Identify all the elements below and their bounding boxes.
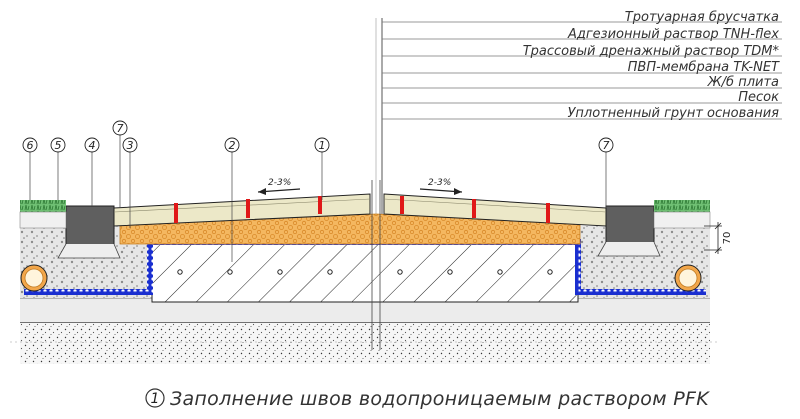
legend-label-sand: Песок [738,90,779,105]
callout-5: 5 [55,139,62,152]
curb-left [57,205,121,259]
legend-label-subgrade: Уплотненный грунт основания [567,106,779,121]
legend-label-membrane: ПВП-мембрана TK-NET [628,60,780,75]
slope-arrow-left: 2-3% [257,178,301,195]
callout-6: 6 [27,139,34,152]
curb-right [597,205,661,257]
legend-row-lines [382,21,782,120]
callout-leaders [29,135,607,262]
subgrade-layer [10,321,720,364]
slope-arrow-right: 2-3% [419,178,463,195]
layer-legend: Тротуарная брусчатка Адгезионный раствор… [375,10,782,345]
legend-label-concrete-slab: Ж/б плита [707,75,779,90]
footnote: 1 Заполнение швов водопроницаемым раство… [145,388,710,410]
concrete-slab [151,241,579,303]
legend-label-paver: Тротуарная брусчатка [625,10,779,25]
dimension-marker [704,222,722,254]
grass-left [20,200,66,212]
callout-7-left: 7 [117,122,124,135]
slope-label-left: 2-3% [268,178,291,188]
drain-pipe-right [674,264,702,292]
footnote-text: Заполнение швов водопроницаемым растворо… [170,388,710,410]
callout-2: 2 [229,139,236,152]
callout-markers [22,120,614,153]
callout-1: 1 [319,139,326,152]
drain-pipe-left [20,264,48,292]
break-line [371,180,381,350]
legend-label-adhesive-mortar: Адгезионный раствор TNH-flex [567,27,779,42]
soil-right [653,211,711,229]
legend-label-drainage-mortar: Трассовый дренажный раствор TDM* [523,44,780,59]
grass-right [654,200,710,212]
slope-label-right: 2-3% [428,178,451,188]
callout-4: 4 [89,139,96,152]
permeable-joints [174,196,550,223]
soil-left [19,211,67,229]
callout-3: 3 [127,139,134,152]
footnote-number: 1 [151,391,160,407]
callout-7-right: 7 [603,139,610,152]
dimension-label: 70 [722,232,733,245]
